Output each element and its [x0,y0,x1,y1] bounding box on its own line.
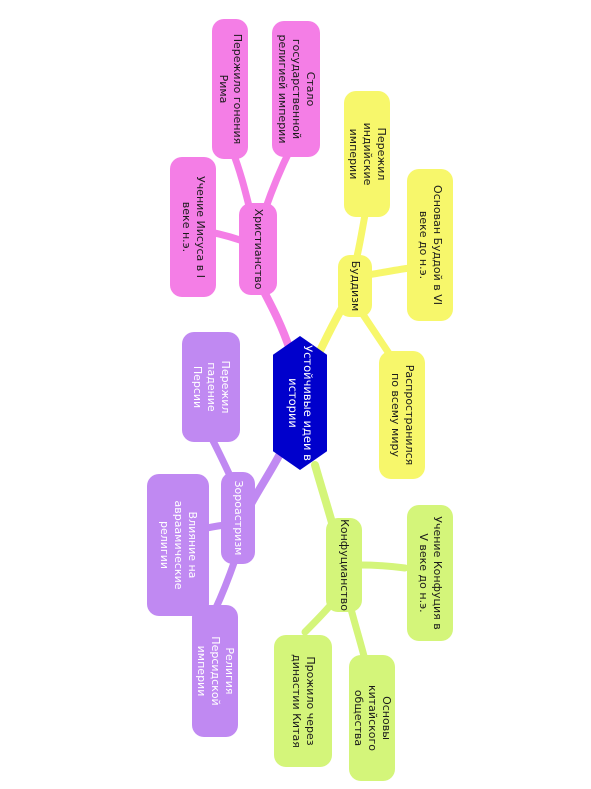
edge-christianity-2 [261,146,294,214]
zoroastrianism-child-3[interactable]: Религия Персидской империи [192,605,238,737]
confucianism-child-2[interactable]: Основы китайского общества [349,655,395,781]
edge-christianity-1 [228,146,254,214]
branch-christianity[interactable]: Христианство [239,203,277,295]
christianity-child-2[interactable]: Стало государственной религией империи [272,21,320,157]
buddhism-child-1[interactable]: Пережил индийские империи [344,91,390,217]
zoroastrianism-child-2[interactable]: Влияние на авраамические религии [147,474,209,616]
branch-zoroastrianism[interactable]: Зороастризм [221,472,255,564]
edge-zoroastrianism-3 [211,556,239,614]
root-node[interactable]: Устойчивые идеи в истории [273,336,327,470]
edge-confucianism-2 [346,601,369,664]
christianity-child-1[interactable]: Пережило гонения Рима [212,19,248,159]
zoroastrianism-child-1[interactable]: Пережил падение Персии [182,332,240,442]
buddhism-child-3[interactable]: Распространился по всему миру [379,351,425,479]
confucianism-child-1[interactable]: Учение Конфуция в V веке до н.э. [407,505,453,641]
christianity-child-3[interactable]: Учение Иисуса в I веке н.э. [170,157,216,297]
edge-confucianism-1 [356,561,409,572]
branch-buddhism[interactable]: Буддизм [338,255,372,317]
branch-confucianism[interactable]: Конфуцианство [326,518,362,612]
edge-buddhism-3 [356,306,394,359]
confucianism-child-3[interactable]: Прожило через династии Китая [274,635,332,767]
buddhism-child-2[interactable]: Основан Буддой в VI веке до н.э. [407,169,453,321]
edge-buddhism-2 [364,264,414,279]
